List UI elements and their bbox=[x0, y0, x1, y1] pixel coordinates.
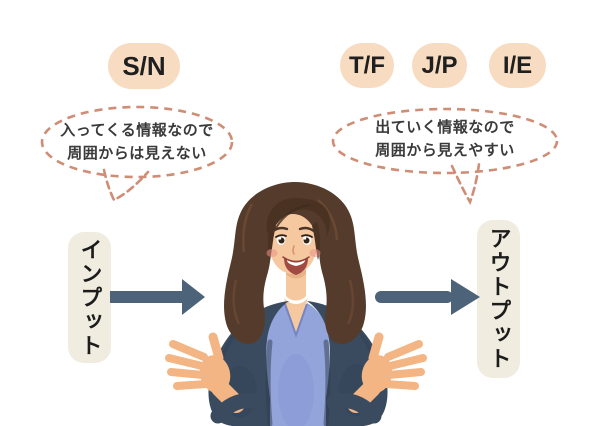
label-input: インプット bbox=[68, 232, 111, 363]
badge-sn: S/N bbox=[108, 43, 180, 89]
speech-bubble-right-text: 出ていく情報なので 周囲から見えやすい bbox=[355, 116, 535, 163]
woman-illustration bbox=[165, 182, 427, 426]
badge-jp: J/P bbox=[412, 43, 467, 88]
bubble-right-line1: 出ていく情報なので bbox=[375, 119, 515, 136]
left-hand bbox=[165, 332, 266, 424]
arrow-right-icon-right bbox=[375, 279, 480, 315]
speech-bubble-right bbox=[331, 107, 559, 206]
speech-bubble-left-text: 入ってくる情報なので 周囲からは見えない bbox=[52, 119, 222, 166]
label-output: アウトプット bbox=[477, 220, 520, 378]
bubble-right-line2: 周囲から見えやすい bbox=[375, 142, 515, 160]
bubble-left-line1: 入ってくる情報なので bbox=[60, 122, 214, 139]
right-hand bbox=[326, 332, 427, 424]
speech-bubble-left bbox=[40, 105, 234, 202]
bubble-left-line2: 周囲からは見えない bbox=[67, 145, 207, 163]
arrow-right-icon-left bbox=[110, 279, 205, 315]
badge-tf: T/F bbox=[340, 43, 394, 88]
badge-ie: I/E bbox=[489, 43, 546, 88]
